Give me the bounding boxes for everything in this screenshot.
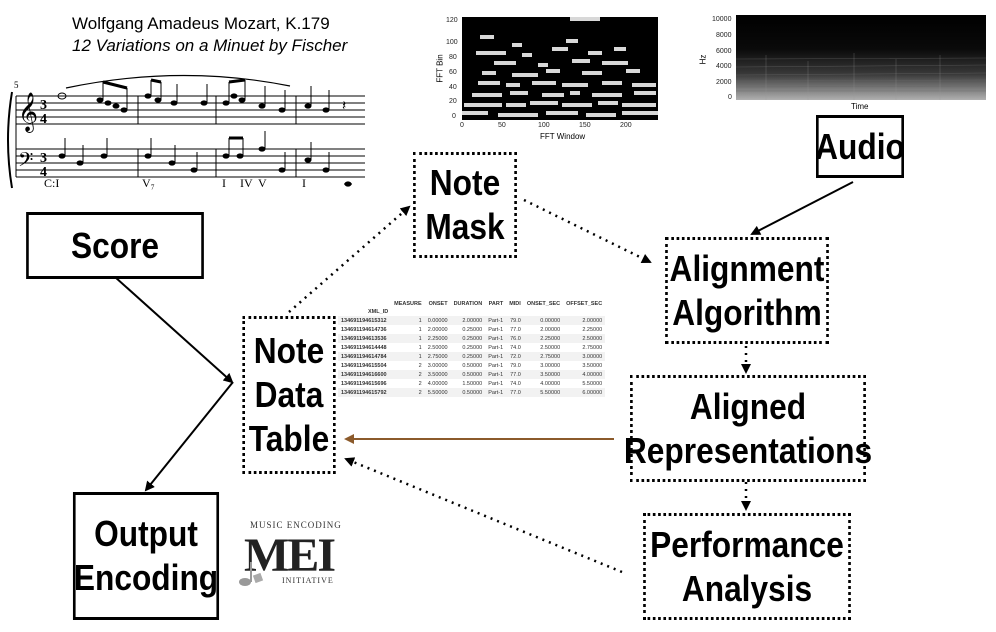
arrow-score-to-table: [114, 276, 234, 384]
measure-number: 5: [14, 80, 19, 90]
arrow-performance-to-table: [344, 457, 623, 574]
node-note-mask-line1: Note: [429, 162, 501, 203]
note-mask-ytick: 20: [449, 98, 457, 105]
node-audio-label: Audio: [815, 125, 905, 167]
spectrogram-ytick: 6000: [716, 48, 732, 55]
score-excerpt: 5 𝄞 𝄢 3 4 3 4: [7, 74, 365, 189]
arrow-audio-to-alignment: [750, 181, 854, 235]
spectrogram-ytick: 10000: [712, 16, 732, 23]
svg-text:3: 3: [40, 151, 47, 166]
svg-text:4: 4: [40, 112, 47, 127]
note-mask-bars: [462, 17, 658, 117]
mei-logo-letters: MEI: [244, 529, 336, 582]
svg-text:𝄢: 𝄢: [18, 148, 33, 176]
node-output-encoding: Output Encoding: [72, 492, 220, 620]
node-score: Score: [26, 212, 204, 279]
note-mask-xlabel: FFT Window: [540, 132, 586, 141]
arrow-mask-to-alignment: [523, 198, 652, 264]
note-mask-ytick: 120: [446, 17, 458, 24]
table-col-header: ONSET_SEC: [526, 301, 561, 307]
node-performance-line1: Performance: [650, 523, 844, 565]
note-mask-xtick: 150: [579, 122, 591, 129]
svg-text:3: 3: [40, 98, 47, 113]
table-col-header: PART: [488, 301, 504, 307]
node-note-data-table: Note Data Table: [242, 316, 336, 474]
node-table-line1: Note: [253, 330, 325, 371]
note-mask-ytick: 80: [449, 54, 457, 61]
note-mask-xtick: 0: [460, 122, 464, 129]
arrow-table-to-mask: [288, 205, 411, 313]
node-alignment-line2: Algorithm: [672, 291, 822, 333]
node-performance-line2: Analysis: [681, 567, 813, 609]
node-note-mask-line2: Mask: [425, 206, 505, 247]
table-col-header: DURATION: [453, 301, 483, 307]
harmony-label-5: V: [258, 176, 267, 190]
note-mask-ytick: 40: [449, 84, 457, 91]
svg-text:4: 4: [40, 165, 47, 180]
node-aligned-line1: Aligned: [689, 385, 807, 427]
node-alignment-line1: Alignment: [669, 247, 825, 289]
spectrogram-ytick: 0: [728, 94, 732, 101]
node-score-label: Score: [70, 224, 160, 266]
svg-text:𝄽: 𝄽: [342, 98, 346, 114]
spectrogram-ytick: 8000: [716, 32, 732, 39]
spectrogram-plot: [736, 15, 986, 100]
note-mask-plot: [462, 17, 658, 120]
mei-logo-note-icon: [239, 562, 264, 586]
spectrogram-ytick: 4000: [716, 63, 732, 70]
spectrogram-xlabel: Time: [851, 102, 869, 111]
node-aligned-line2: Representations: [623, 429, 873, 471]
note-data-table-preview: MEASURE ONSET DURATION PART MIDI ONSET_S…: [338, 300, 606, 397]
harmony-label-3: I: [222, 176, 226, 190]
node-table-line2: Data: [254, 374, 324, 415]
harmony-label-2: V₇: [142, 176, 155, 190]
mei-logo-top: MUSIC ENCODING: [250, 520, 342, 530]
node-performance-analysis: Performance Analysis: [643, 513, 851, 620]
mei-logo-bottom: INITIATIVE: [282, 576, 334, 585]
note-mask-xtick: 50: [498, 122, 506, 129]
node-aligned-representations: Aligned Representations: [624, 375, 872, 482]
svg-text:𝄞: 𝄞: [18, 92, 38, 133]
node-output-line2: Encoding: [73, 557, 219, 598]
table-col-header: MIDI: [509, 301, 521, 307]
harmony-label-1: C:I: [44, 176, 60, 190]
note-mask-xtick: 200: [620, 122, 632, 129]
spectrogram-ytick: 2000: [716, 79, 732, 86]
note-mask-ytick: 0: [452, 113, 456, 120]
note-mask-ytick: 60: [449, 69, 457, 76]
composer-title: Wolfgang Amadeus Mozart, K.179: [72, 14, 330, 33]
table-index-label: XML_ID: [368, 309, 389, 315]
table-col-header: MEASURE: [394, 301, 422, 307]
node-audio: Audio: [815, 115, 905, 178]
mei-logo: MUSIC ENCODING MEI INITIATIVE: [236, 520, 346, 590]
spectrogram-texture: [736, 53, 986, 100]
table-col-header: ONSET: [428, 301, 448, 307]
harmony-label-6: I: [302, 176, 306, 190]
note-mask-ytick: 100: [446, 39, 458, 46]
table-col-header: OFFSET_SEC: [566, 301, 603, 307]
arrow-table-to-output: [144, 381, 234, 492]
node-output-line1: Output: [94, 513, 198, 554]
node-alignment-algorithm: Alignment Algorithm: [665, 237, 829, 344]
note-mask-xtick: 100: [538, 122, 550, 129]
work-title: 12 Variations on a Minuet by Fischer: [72, 36, 348, 55]
node-table-line3: Table: [248, 418, 330, 459]
node-note-mask: Note Mask: [413, 152, 517, 258]
harmony-label-4: IV: [240, 176, 253, 190]
